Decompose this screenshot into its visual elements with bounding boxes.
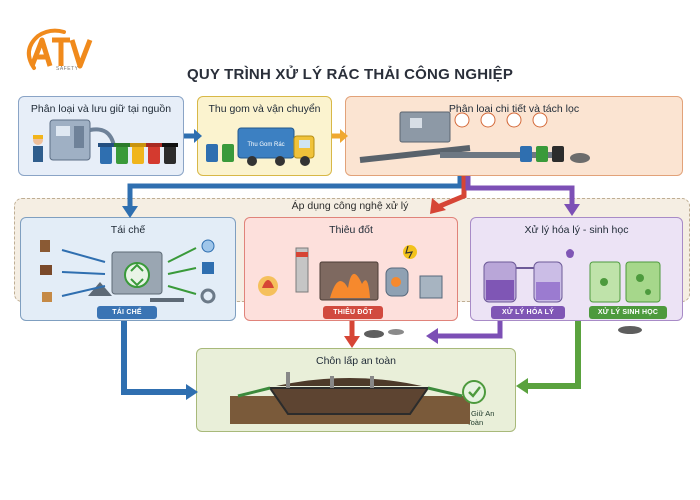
incineration-tag: THIÊU ĐỐT xyxy=(323,306,383,319)
diagram-title: QUY TRÌNH XỬ LÝ RÁC THẢI CÔNG NGHIỆP xyxy=(186,66,514,83)
incineration-title: Thiêu đốt xyxy=(329,224,373,236)
logo-subtitle: SAFETY xyxy=(56,66,79,72)
arrow-sort-to-incineration xyxy=(430,176,467,214)
atv-logo xyxy=(26,28,93,70)
recycle-title: Tái chế xyxy=(110,224,146,236)
arrow-sort-to-recycle xyxy=(122,176,463,218)
arrow-source-to-collect xyxy=(184,129,202,143)
step-sort-label: Phân loại chi tiết và tách lọc xyxy=(448,103,580,115)
safe-storage-label: Lưu Giữ An Toàn xyxy=(455,409,495,427)
sorting-facility-illustration xyxy=(359,111,590,163)
arrow-sort-to-chem-bio xyxy=(465,176,580,216)
garbage-truck-illustration: Thu Gom Rác xyxy=(206,127,315,166)
chemical-bio-tanks-illustration xyxy=(483,249,661,334)
arrow-bio-to-landfill xyxy=(516,321,581,394)
step-source-label: Phân loại và lưu giữ tại nguồn xyxy=(30,103,172,115)
arrow-incineration-to-landfill xyxy=(344,321,360,348)
method-incineration: Thiêu đốt THIÊU ĐỐT xyxy=(244,217,458,321)
landfill-title: Chôn lấp an toàn xyxy=(316,355,396,367)
shield-check-icon xyxy=(462,380,486,404)
recycling-machine-illustration xyxy=(40,239,216,304)
truck-label: Thu Gom Rác xyxy=(247,142,284,148)
incinerator-illustration xyxy=(258,245,443,301)
chem-bio-title: Xử lý hóa lý - sinh học xyxy=(524,224,629,236)
arrow-chem-to-landfill xyxy=(426,321,503,344)
arrow-collect-to-sort xyxy=(332,129,348,143)
chem-tag: XỬ LÝ HÓA LÝ xyxy=(491,306,565,319)
landfill-cross-section-illustration xyxy=(230,372,470,424)
arrow-recycle-to-landfill xyxy=(121,321,198,400)
sorting-bins-illustration xyxy=(98,143,178,164)
factory-machine-illustration xyxy=(33,119,116,162)
recycle-tag: TÁI CHẾ xyxy=(97,306,157,319)
step-collect-label: Thu gom và vận chuyển xyxy=(208,103,321,115)
bio-tag: XỬ LÝ SINH HỌC xyxy=(589,306,667,319)
apply-technology-label: Áp dụng công nghệ xử lý xyxy=(291,200,409,212)
